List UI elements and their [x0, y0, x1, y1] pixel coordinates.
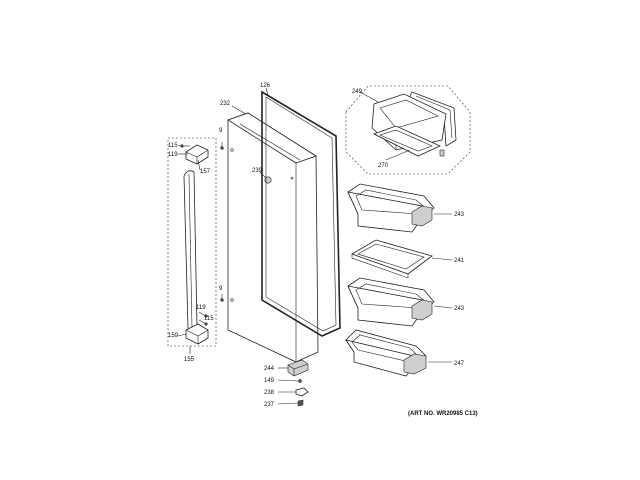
door-shelf-glass — [351, 239, 433, 275]
callout-270: 270 — [378, 163, 389, 169]
hinge-parts — [277, 359, 309, 407]
callout-119: 119 — [168, 152, 178, 158]
door-top-edge — [227, 112, 317, 164]
hinge-bushing — [295, 387, 309, 397]
hinge-bracket — [287, 359, 309, 377]
callout-155: 155 — [184, 357, 195, 363]
dairy-group-box — [345, 85, 471, 175]
handle-group-box — [167, 137, 217, 347]
door-plug — [264, 176, 272, 184]
handle-end-cap-lower — [185, 323, 209, 345]
callout-115-lower: 115 — [204, 316, 214, 322]
door-bin-lower — [347, 277, 453, 327]
door-panel — [220, 105, 319, 363]
callout-243-upper: 243 — [454, 212, 465, 218]
callout-159: 159 — [168, 333, 179, 339]
callout-149: 149 — [264, 378, 275, 384]
callout-237: 237 — [264, 402, 275, 408]
callout-119-lower: 119 — [196, 305, 206, 311]
dairy-shelf — [372, 125, 441, 157]
door-gasket — [261, 87, 341, 337]
callout-labels: 115 119 157 119 115 159 155 9 9 232 126 … — [168, 83, 478, 417]
dairy-compartment-assembly — [345, 85, 471, 175]
callout-232: 232 — [220, 101, 231, 107]
art-number-caption: (ART NO. WR20985 C13) — [408, 411, 478, 417]
callout-243-lower: 243 — [454, 306, 465, 312]
handle-assembly — [167, 137, 217, 354]
hinge-shim — [297, 399, 304, 407]
door-bin-bottom — [345, 329, 452, 377]
callout-241: 241 — [454, 258, 465, 264]
callout-126: 126 — [260, 83, 271, 89]
callout-239: 239 — [252, 168, 263, 174]
callout-238: 238 — [264, 390, 275, 396]
door-shelf — [351, 239, 453, 279]
door-bin-upper — [347, 183, 452, 233]
callout-9-upper: 9 — [219, 128, 223, 134]
callout-247: 247 — [454, 361, 465, 367]
hinge-pin — [298, 379, 302, 383]
callout-249: 249 — [352, 89, 363, 95]
callout-244: 244 — [264, 366, 275, 372]
callout-9-lower: 9 — [219, 286, 223, 292]
handle-end-cap-upper — [185, 144, 209, 165]
callout-115: 115 — [168, 143, 178, 149]
callout-157: 157 — [200, 169, 211, 175]
